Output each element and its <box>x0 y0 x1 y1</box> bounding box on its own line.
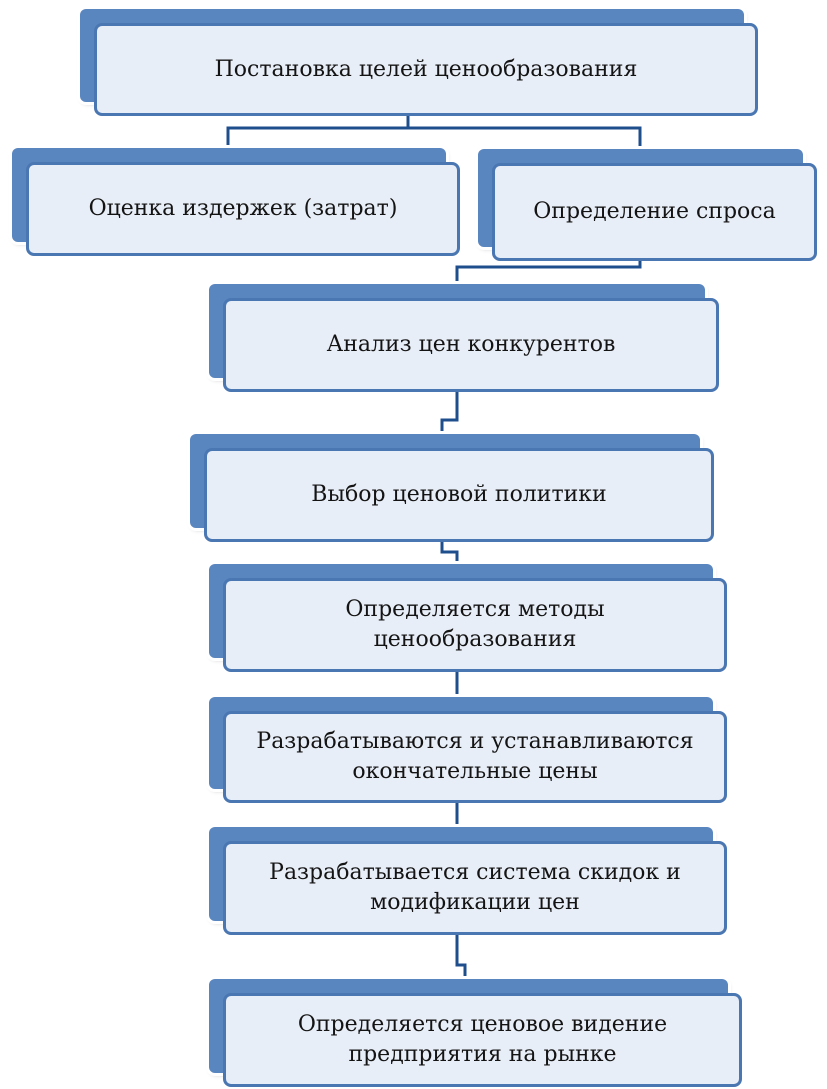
node-final-prices-box: Разрабатываются и устанавливаются оконча… <box>223 711 727 803</box>
node-demand: Определение спроса <box>478 149 817 261</box>
connector-goals-to-costs-demand <box>226 114 642 148</box>
node-competitors: Анализ цен конкурентов <box>209 284 719 392</box>
node-goals: Постановка целей ценообразования <box>80 9 758 116</box>
node-costs-label: Оценка издержек (затрат) <box>88 196 398 221</box>
node-demand-label: Определение спроса <box>533 199 776 224</box>
node-vision-label: Определяется ценовое видение предприятия… <box>297 1012 668 1067</box>
node-vision-box: Определяется ценовое видение предприятия… <box>223 993 742 1087</box>
node-methods: Определяется методы ценообразования <box>209 564 727 672</box>
node-goals-label: Постановка целей ценообразования <box>214 56 638 82</box>
node-policy-label: Выбор ценовой политики <box>311 482 607 507</box>
node-competitors-box: Анализ цен конкурентов <box>223 298 719 392</box>
node-policy-box: Выбор ценовой политики <box>204 448 714 542</box>
node-methods-box: Определяется методы ценообразования <box>223 578 727 672</box>
node-discounts: Разрабатывается система скидок и модифик… <box>209 827 727 935</box>
connector-policy-to-methods <box>440 540 459 562</box>
node-final-prices: Разрабатываются и устанавливаются оконча… <box>209 697 727 803</box>
node-goals-box: Постановка целей ценообразования <box>94 23 758 116</box>
connector-demand-to-competitors <box>455 255 642 282</box>
node-final-prices-label: Разрабатываются и устанавливаются оконча… <box>256 729 694 784</box>
node-vision: Определяется ценовое видение предприятия… <box>209 979 742 1087</box>
node-competitors-label: Анализ цен конкурентов <box>326 332 616 357</box>
connector-competitors-to-policy <box>440 390 459 432</box>
node-discounts-label: Разрабатывается система скидок и модифик… <box>269 860 681 915</box>
node-methods-label: Определяется методы ценообразования <box>345 597 605 652</box>
node-policy: Выбор ценовой политики <box>190 434 714 542</box>
node-costs-box: Оценка издержек (затрат) <box>26 162 460 256</box>
node-costs: Оценка издержек (затрат) <box>12 148 460 256</box>
node-demand-box: Определение спроса <box>492 163 817 261</box>
connector-discounts-to-vision <box>455 933 467 978</box>
node-discounts-box: Разрабатывается система скидок и модифик… <box>223 841 727 935</box>
